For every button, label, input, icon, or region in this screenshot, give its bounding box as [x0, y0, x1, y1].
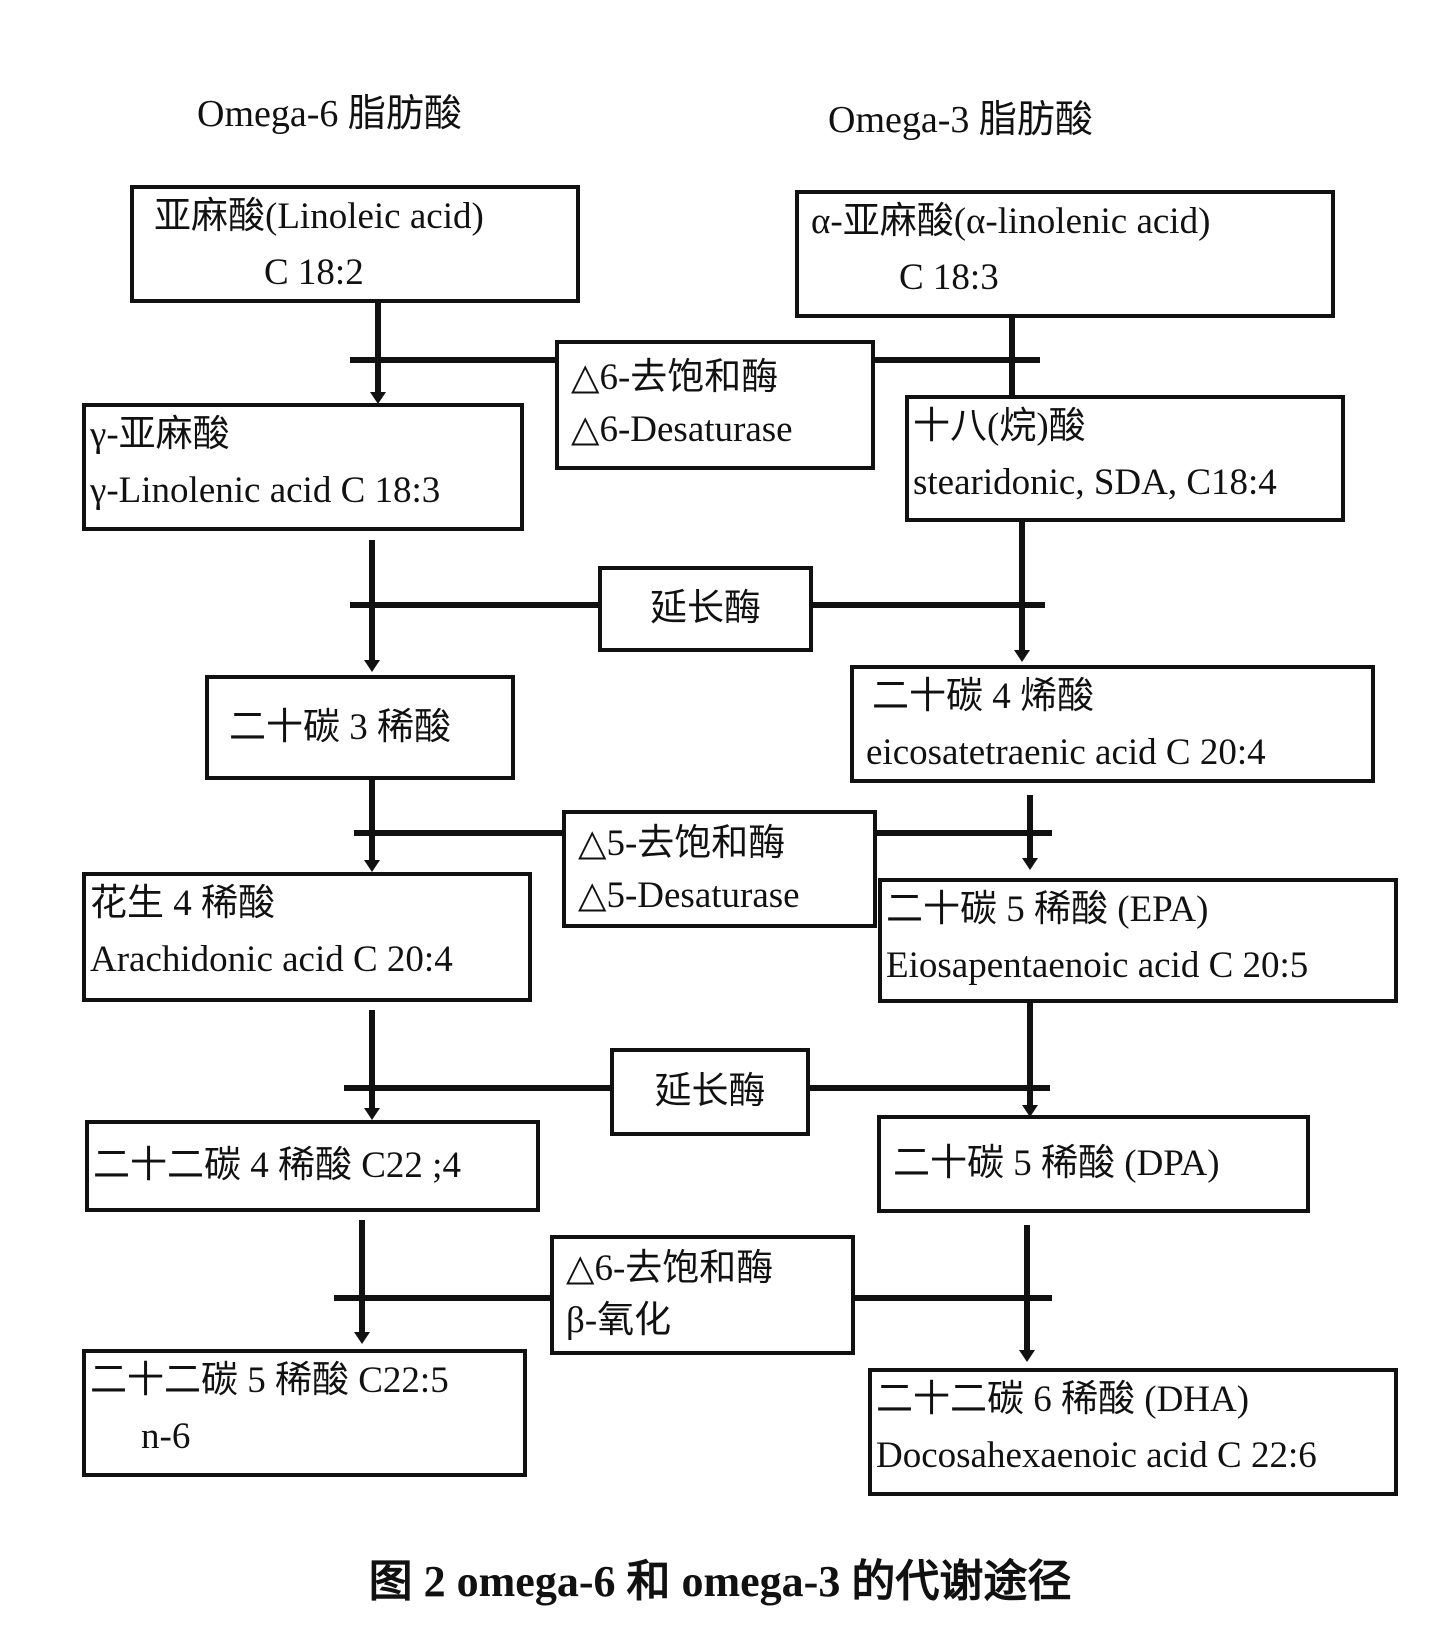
enzyme-line-1: △6-去饱和酶 [566, 1248, 774, 1289]
enzyme-box-delta6-beta-oxidation: △6-去饱和酶 β-氧化 [550, 1235, 855, 1355]
right-box-ala: α-亚麻酸(α-linolenic acid) C 18:3 [795, 190, 1335, 318]
left-box-arachidonic: 花生 4 稀酸 Arachidonic acid C 20:4 [82, 872, 532, 1002]
enzyme-box-elongase-1: 延长酶 [598, 566, 813, 652]
left-arrowhead-1 [370, 392, 386, 404]
left-box-eicosatrienoic: 二十碳 3 稀酸 [205, 675, 515, 780]
enzyme-box-elongase-2: 延长酶 [610, 1048, 810, 1136]
enzyme-line-2: β-氧化 [566, 1300, 672, 1341]
left-arrowhead-5 [354, 1332, 370, 1344]
enzyme-line-1: △5-去饱和酶 [578, 823, 786, 864]
left-arrowhead-2 [364, 660, 380, 672]
left-arrowhead-4 [364, 1108, 380, 1120]
box-line-1: 花生 4 稀酸 [90, 883, 275, 924]
right-arrowhead-5 [1019, 1350, 1035, 1362]
enzyme-box-delta5-desaturase: △5-去饱和酶 △5-Desaturase [562, 810, 877, 928]
enzyme-line-1: △6-去饱和酶 [571, 357, 779, 398]
right-box-sda: 十八(烷)酸 stearidonic, SDA, C18:4 [905, 395, 1345, 522]
box-line-1: 十八(烷)酸 [913, 406, 1086, 447]
left-box-gla: γ-亚麻酸 γ-Linolenic acid C 18:3 [82, 403, 524, 531]
box-line-1: 亚麻酸(Linoleic acid) [154, 196, 484, 237]
right-box-epa: 二十碳 5 稀酸 (EPA) Eiosapentaenoic acid C 20… [878, 878, 1398, 1003]
box-line-2: Eiosapentaenoic acid C 20:5 [886, 945, 1309, 986]
box-line-1: 二十碳 5 稀酸 (EPA) [886, 889, 1209, 930]
box-line-2: C 18:2 [264, 252, 364, 293]
box-line-1: α-亚麻酸(α-linolenic acid) [811, 201, 1211, 242]
enzyme-line-1: 延长酶 [650, 588, 761, 629]
right-arrowhead-2 [1014, 650, 1030, 662]
left-arrowhead-3 [364, 860, 380, 872]
left-box-linoleic: 亚麻酸(Linoleic acid) C 18:2 [130, 185, 580, 303]
omega3-header: Omega-3 脂肪酸 [828, 99, 1093, 141]
enzyme-line-1: 延长酶 [654, 1071, 766, 1112]
box-line-2: eicosatetraenic acid C 20:4 [866, 732, 1266, 773]
box-line-2: Docosahexaenoic acid C 22:6 [876, 1435, 1317, 1476]
box-line-2: C 18:3 [899, 257, 999, 298]
box-line-1: 二十二碳 6 稀酸 (DHA) [876, 1379, 1250, 1420]
box-line-1: 二十二碳 4 稀酸 C22 ;4 [93, 1145, 461, 1186]
right-box-dpa: 二十碳 5 稀酸 (DPA) [877, 1115, 1310, 1213]
left-box-c22-5: 二十二碳 5 稀酸 C22:5 n-6 [82, 1349, 527, 1477]
enzyme-box-delta6-desaturase: △6-去饱和酶 △6-Desaturase [555, 340, 875, 470]
box-line-1: 二十碳 3 稀酸 [229, 706, 451, 748]
box-line-2: γ-Linolenic acid C 18:3 [90, 470, 441, 511]
box-line-2: n-6 [141, 1416, 191, 1457]
box-line-1: γ-亚麻酸 [90, 414, 230, 455]
right-arrowhead-3 [1022, 858, 1038, 870]
enzyme-line-2: △6-Desaturase [571, 409, 793, 450]
right-box-eicosatetraenoic: 二十碳 4 烯酸 eicosatetraenic acid C 20:4 [850, 665, 1375, 783]
box-line-2: Arachidonic acid C 20:4 [90, 939, 453, 980]
box-line-1: 二十碳 5 稀酸 (DPA) [893, 1143, 1220, 1184]
omega6-header: Omega-6 脂肪酸 [197, 93, 462, 135]
box-line-1: 二十碳 4 烯酸 [872, 676, 1094, 717]
right-box-dha: 二十二碳 6 稀酸 (DHA) Docosahexaenoic acid C 2… [868, 1368, 1398, 1496]
box-line-2: stearidonic, SDA, C18:4 [913, 462, 1277, 503]
figure-caption: 图 2 omega-6 和 omega-3 的代谢途径 [368, 1557, 1072, 1606]
enzyme-line-2: △5-Desaturase [578, 875, 800, 916]
box-line-1: 二十二碳 5 稀酸 C22:5 [90, 1360, 449, 1401]
left-box-c22-4: 二十二碳 4 稀酸 C22 ;4 [85, 1120, 540, 1212]
right-arrowhead-4 [1022, 1105, 1038, 1117]
